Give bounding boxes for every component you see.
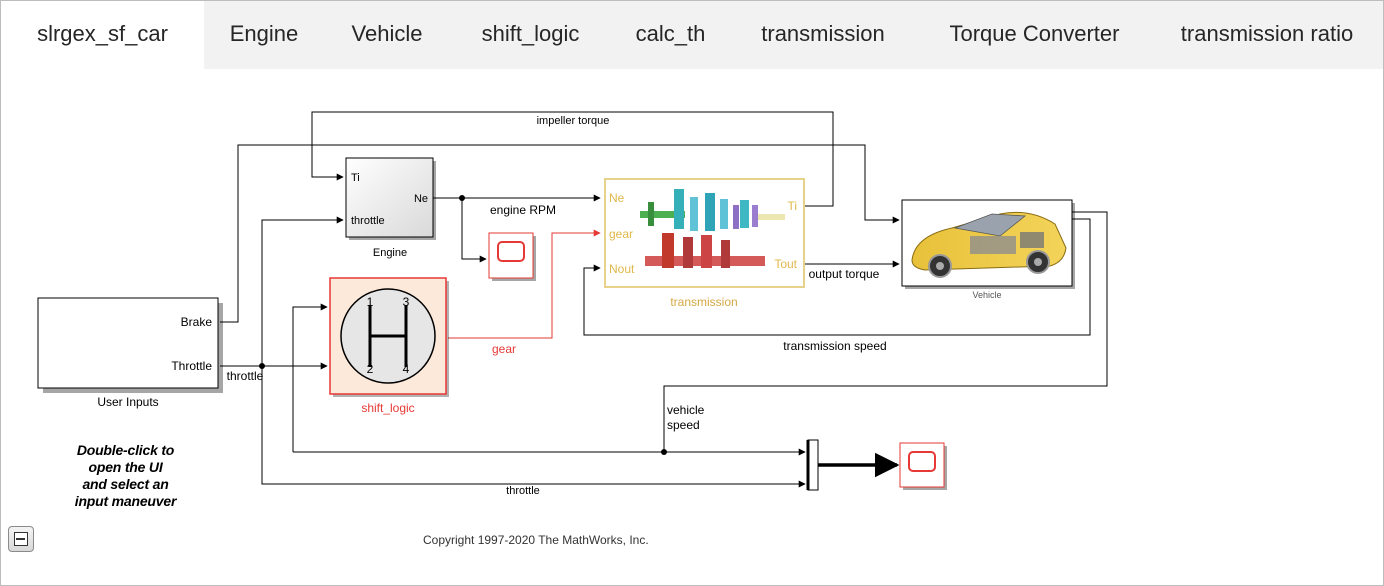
trans-port-nout: Nout xyxy=(609,262,635,276)
car-cutaway-image xyxy=(911,211,1067,278)
trans-port-ne: Ne xyxy=(609,191,625,205)
engine-port-ti: Ti xyxy=(351,172,360,184)
tab-torque-converter[interactable]: Torque Converter xyxy=(949,21,1120,46)
user-inputs-block[interactable] xyxy=(37,297,223,393)
vehicle-name: Vehicle xyxy=(972,290,1001,300)
trans-port-tout: Tout xyxy=(774,257,797,271)
line-vehicle-speed-shift[interactable] xyxy=(292,303,328,452)
label-vehicle-speed-2: speed xyxy=(667,418,700,432)
shift-gear-4: 4 xyxy=(403,362,410,376)
transmission-block[interactable] xyxy=(604,178,805,288)
label-transmission-speed: transmission speed xyxy=(783,339,886,353)
label-impeller-torque: impeller torque xyxy=(537,115,610,127)
line-throttle-engine[interactable] xyxy=(261,216,344,366)
label-output-torque: output torque xyxy=(809,267,880,281)
trans-port-gear: gear xyxy=(609,227,633,241)
shift-gear-2: 2 xyxy=(367,362,374,376)
tab-transmission[interactable]: transmission xyxy=(761,21,885,46)
vehicle-block[interactable] xyxy=(901,199,1075,289)
tab-calc-th[interactable]: calc_th xyxy=(635,21,706,46)
signal-lines xyxy=(220,111,1108,488)
line-transmission-speed[interactable] xyxy=(583,218,1091,336)
tab-slrgex-sf-car[interactable]: slrgex_sf_car xyxy=(1,1,204,69)
line-engine-rpm-scope[interactable] xyxy=(461,198,487,263)
instruction-note: Double-click to open the UI and select a… xyxy=(74,442,177,509)
line-gear[interactable] xyxy=(448,229,601,339)
copyright-text: Copyright 1997-2020 The MathWorks, Inc. xyxy=(423,533,649,547)
shift-logic-name: shift_logic xyxy=(361,401,414,415)
port-brake-label: Brake xyxy=(181,315,213,329)
engine-block[interactable] xyxy=(345,157,436,240)
line-brake[interactable] xyxy=(220,144,900,323)
engine-port-throttle: throttle xyxy=(351,215,385,227)
user-inputs-name: User Inputs xyxy=(97,395,158,409)
shift-logic-block[interactable] xyxy=(329,277,449,397)
shift-gear-1: 1 xyxy=(367,295,374,309)
engine-name: Engine xyxy=(373,247,407,259)
engine-port-ne: Ne xyxy=(414,193,428,205)
tab-shift-logic[interactable]: shift_logic xyxy=(481,21,580,46)
label-vehicle-speed-1: vehicle xyxy=(667,403,705,417)
label-engine-rpm: engine RPM xyxy=(490,203,556,217)
collapse-button[interactable] xyxy=(8,526,34,552)
line-vehicle-speed[interactable] xyxy=(663,211,1108,452)
line-throttle-mux[interactable] xyxy=(261,366,806,488)
collapse-icon xyxy=(14,532,28,546)
shift-gear-3: 3 xyxy=(403,295,410,309)
tab-vehicle[interactable]: Vehicle xyxy=(351,21,423,46)
scope-engine-rpm[interactable] xyxy=(488,232,536,281)
label-throttle-a: throttle xyxy=(227,369,264,383)
label-throttle-b: throttle xyxy=(506,485,540,497)
label-gear: gear xyxy=(492,342,516,356)
tab-bar: slrgex_sf_car Engine Vehicle shift_logic… xyxy=(1,1,1383,69)
port-throttle-label: Throttle xyxy=(171,359,212,373)
trans-port-ti: Ti xyxy=(787,199,797,213)
scope-output[interactable] xyxy=(899,442,947,490)
tab-transmission-ratio[interactable]: transmission ratio xyxy=(1180,21,1354,46)
line-impeller-torque[interactable] xyxy=(311,111,834,207)
transmission-name: transmission xyxy=(670,295,737,309)
tab-engine[interactable]: Engine xyxy=(229,21,299,46)
branch-points xyxy=(259,195,667,455)
